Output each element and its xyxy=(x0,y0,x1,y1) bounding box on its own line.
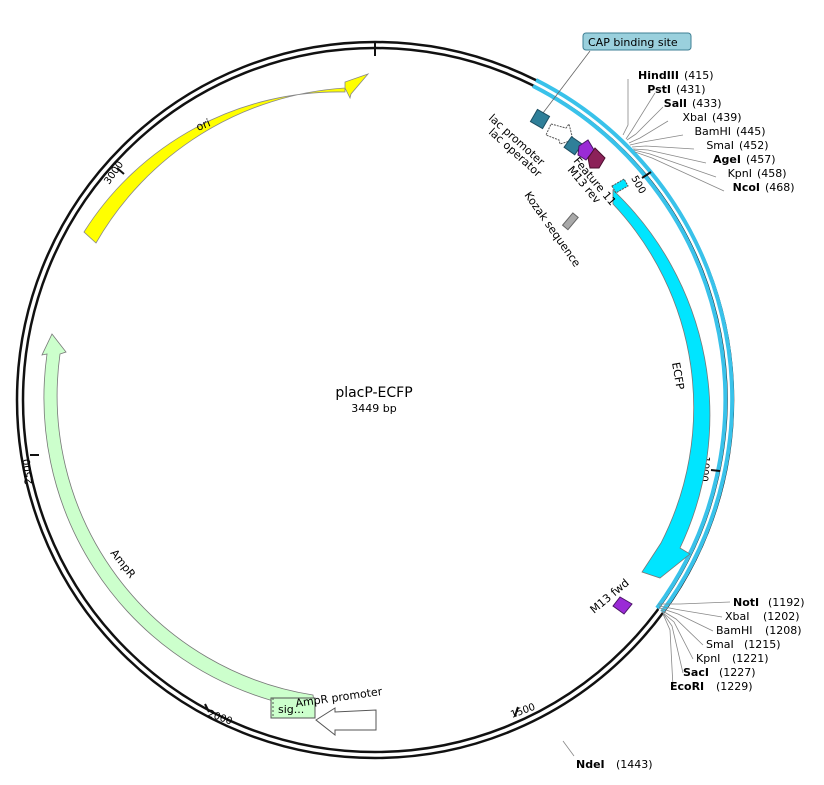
ori-arrow xyxy=(83,73,370,244)
insert-band-inner xyxy=(532,84,728,610)
cap-leader xyxy=(542,50,591,114)
m13-fwd-arrow xyxy=(612,596,633,615)
cap-label-box xyxy=(582,32,692,51)
top-enzyme-leaders xyxy=(622,79,725,192)
enzyme-ecori-pos: (1229) xyxy=(716,680,753,693)
top-enzyme-labels: HindIII (415) PstI (431) SalI (433) XbaI… xyxy=(638,69,795,194)
tick-label-2000: 2000 xyxy=(206,708,234,727)
enzyme-noti-pos: (1192) xyxy=(768,596,805,609)
enzyme-ncoi-pos: (468) xyxy=(765,181,795,194)
enzyme-hindiii: HindIII xyxy=(638,69,679,82)
ampr-arrow xyxy=(41,333,316,711)
enzyme-saci-pos: (1227) xyxy=(719,666,756,679)
enzyme-ncoi: NcoI xyxy=(733,181,760,194)
ori-label: ori xyxy=(194,116,212,133)
enzyme-ecori: EcoRI xyxy=(670,680,704,693)
enzyme-bamhi-top: BamHI xyxy=(694,125,731,138)
ampr-promoter-label: AmpR promoter xyxy=(295,685,384,710)
kozak-label: Kozak sequence xyxy=(522,189,584,269)
enzyme-kpni-bottom: KpnI xyxy=(696,652,720,665)
enzyme-agei-pos: (457) xyxy=(746,153,776,166)
bottom-enzyme-labels: NotI (1192) XbaI (1202) BamHI (1208) Sma… xyxy=(670,596,805,693)
enzyme-kpni-bottom-pos: (1221) xyxy=(732,652,769,665)
enzyme-smai-bottom: SmaI xyxy=(706,638,734,651)
enzyme-sali: SalI xyxy=(664,97,687,110)
feature11-arrow xyxy=(587,147,606,169)
enzyme-smai-bottom-pos: (1215) xyxy=(744,638,781,651)
enzyme-psti-pos: (431) xyxy=(676,83,706,96)
enzyme-saci: SacI xyxy=(683,666,709,679)
enzyme-kpni-top-pos: (458) xyxy=(757,167,787,180)
ampr-promoter-arrow xyxy=(315,707,377,737)
tick-label-2500: 2500 xyxy=(22,458,35,484)
enzyme-smai-top-pos: (452) xyxy=(739,139,769,152)
enzyme-xbai-bottom: XbaI xyxy=(725,610,750,623)
cap-label: CAP binding site xyxy=(588,36,678,49)
enzyme-xbai-top-pos: (439) xyxy=(712,111,742,124)
tick-marks xyxy=(30,167,721,717)
enzyme-bamhi-top-pos: (445) xyxy=(736,125,766,138)
enzyme-sali-pos: (433) xyxy=(692,97,722,110)
insert-band-outer xyxy=(535,78,735,614)
enzyme-psti: PstI xyxy=(647,83,671,96)
ecfp-arrow xyxy=(612,189,711,579)
bottom-enzyme-leaders xyxy=(658,601,731,688)
kozak-box xyxy=(561,212,579,231)
enzyme-kpni-top: KpnI xyxy=(728,167,752,180)
enzyme-bamhi-bottom-pos: (1208) xyxy=(765,624,802,637)
ecfp-start-hatch xyxy=(611,178,629,194)
enzyme-ndei-pos: (1443) xyxy=(616,758,653,771)
enzyme-ndei: NdeI xyxy=(576,758,605,771)
enzyme-smai-top: SmaI xyxy=(706,139,734,152)
enzyme-xbai-top: XbaI xyxy=(682,111,707,124)
plasmid-name: placP-ECFP xyxy=(335,385,412,401)
enzyme-hindiii-pos: (415) xyxy=(684,69,714,82)
ecfp-label: ECFP xyxy=(669,361,687,391)
insert-band-mid xyxy=(533,82,729,611)
sig-label: sig... xyxy=(278,703,304,716)
sig-peptide xyxy=(270,697,316,719)
plasmid-size: 3449 bp xyxy=(351,402,396,415)
lac-promoter-arrow xyxy=(545,122,574,145)
ndei-leader xyxy=(562,740,575,757)
enzyme-bamhi-bottom: BamHI xyxy=(716,624,753,637)
enzyme-agei: AgeI xyxy=(713,153,741,166)
enzyme-noti: NotI xyxy=(733,596,759,609)
enzyme-xbai-bottom-pos: (1202) xyxy=(763,610,800,623)
lac-promoter-box xyxy=(529,108,551,130)
